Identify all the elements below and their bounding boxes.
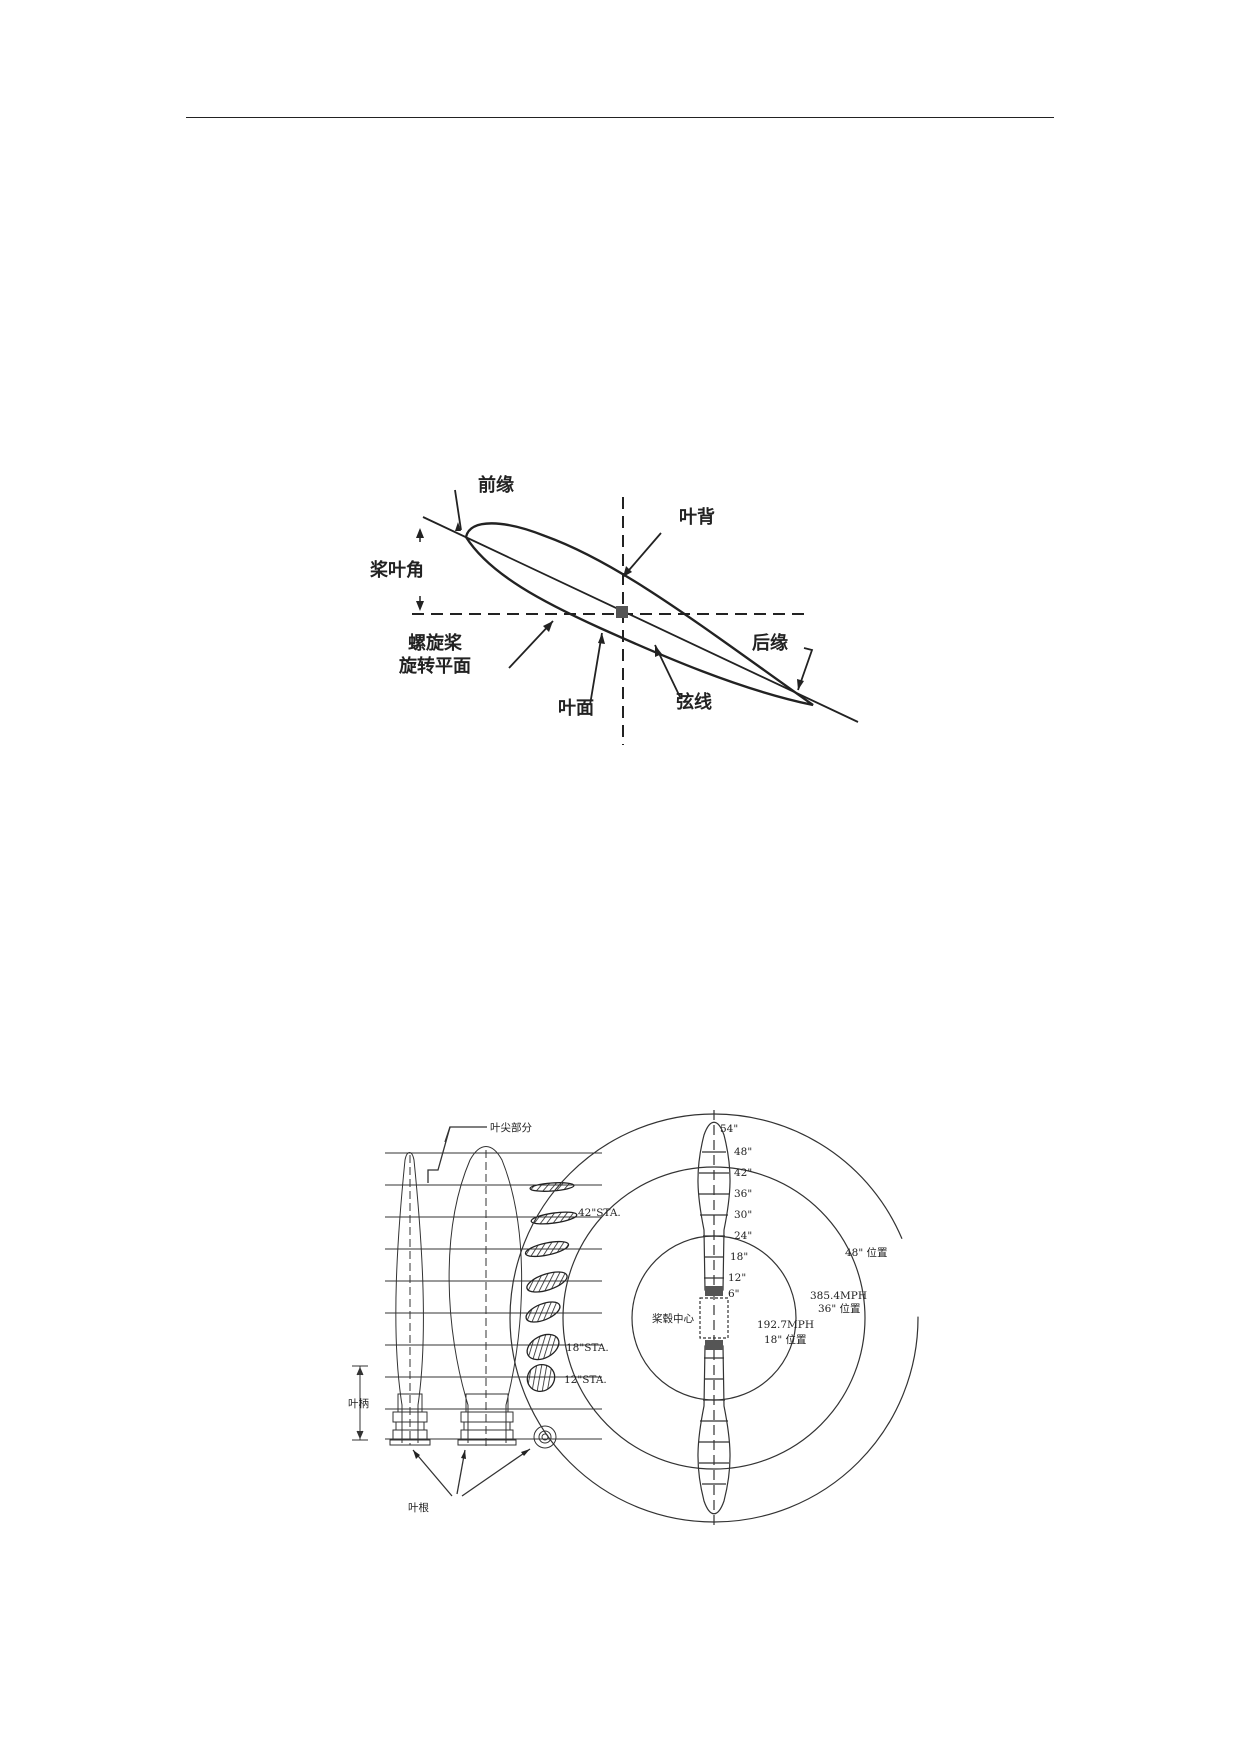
section-profile	[525, 1301, 561, 1323]
station-label: 12"	[728, 1272, 746, 1284]
speed18-label: 192.7MPH	[757, 1319, 814, 1331]
tip-section-label: 叶尖部分	[490, 1121, 532, 1134]
station-12-label: 12"STA.	[564, 1374, 607, 1386]
station-label: 24"	[734, 1230, 752, 1242]
section-profile	[530, 1211, 578, 1225]
section-profile	[529, 1182, 575, 1192]
blade-angle-label: 桨叶角	[369, 559, 424, 581]
chord-line-label: 弦线	[676, 691, 712, 713]
lower-blade	[697, 1345, 731, 1515]
pos36-label: 36" 位置	[818, 1302, 861, 1315]
header-rule	[186, 117, 1054, 118]
blade-back-label: 叶背	[679, 506, 715, 528]
speed36-label: 385.4MPH	[810, 1290, 867, 1302]
blade-side-view	[395, 1152, 424, 1443]
leading-edge-label: 前缘	[478, 474, 514, 496]
blade-face-label: 叶面	[558, 698, 594, 719]
station-label: 48"	[734, 1146, 752, 1158]
shank-label: 叶柄	[348, 1397, 369, 1410]
rotation-plane-label-1: 螺旋桨	[408, 632, 463, 654]
section-profile	[526, 1271, 568, 1293]
blade-face-view	[448, 1146, 523, 1443]
station-42-label: 42"STA.	[578, 1207, 621, 1219]
hub-center-label: 桨毂中心	[652, 1312, 694, 1325]
hub	[699, 1297, 729, 1339]
station-18-label: 18"STA.	[566, 1342, 609, 1354]
station-label: 42"	[734, 1167, 752, 1179]
rotation-plane-label-2: 旋转平面	[398, 655, 471, 677]
airfoil-outline	[464, 522, 814, 707]
station-label: 18"	[730, 1251, 748, 1263]
station-label: 6"	[728, 1288, 740, 1300]
station-label: 30"	[734, 1209, 752, 1221]
pos18-label: 18" 位置	[764, 1333, 807, 1346]
radius-circle-36	[562, 1166, 866, 1470]
trailing-edge-label: 后缘	[752, 633, 788, 654]
section-profile	[524, 1240, 570, 1258]
section-profile	[526, 1333, 560, 1361]
pos48-label: 48" 位置	[845, 1246, 888, 1259]
section-profile	[526, 1364, 556, 1392]
chord-line	[422, 516, 859, 723]
upper-blade	[697, 1121, 731, 1291]
root-label: 叶根	[408, 1501, 429, 1514]
station-label: 36"	[734, 1188, 752, 1200]
station-label: 54"	[720, 1123, 738, 1135]
